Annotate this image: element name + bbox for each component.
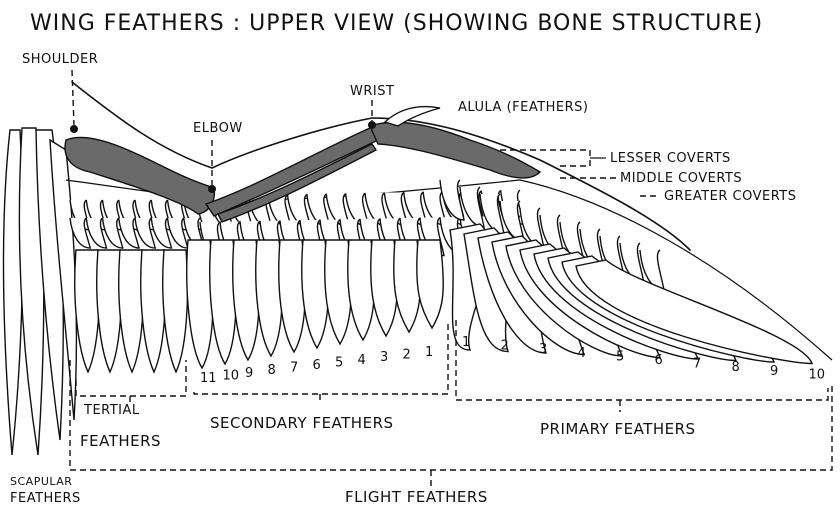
diagram-title: WING FEATHERS : UPPER VIEW (SHOWING BONE… <box>30 11 763 36</box>
shoulder-pointer-line <box>72 70 74 125</box>
wrist-joint-dot <box>368 121 376 129</box>
tertial-feather <box>75 250 100 372</box>
secondary-feather <box>302 240 329 348</box>
elbow-joint-dot <box>208 185 216 193</box>
alula-label: ALULA (FEATHERS) <box>458 100 589 115</box>
scapular-label-line1: SCAPULAR <box>10 475 72 488</box>
scapular-feathers-drawing <box>3 128 76 455</box>
secondary-feathers-label: SECONDARY FEATHERS <box>210 414 394 432</box>
primary-feather-number: 7 <box>693 357 701 372</box>
secondary-feather-number: 5 <box>335 355 343 370</box>
secondary-feather-number: 8 <box>268 363 276 378</box>
tertial-label-line2: FEATHERS <box>80 432 161 450</box>
secondary-feather-number: 1 <box>425 345 433 360</box>
primary-feather-number: 5 <box>616 349 624 364</box>
tertial-feather <box>141 250 166 372</box>
secondary-feather <box>371 240 398 336</box>
middle-coverts-label: MIDDLE COVERTS <box>620 171 742 186</box>
wrist-label: WRIST <box>350 84 394 99</box>
shoulder-label: SHOULDER <box>22 52 98 67</box>
primary-feather-number: 1 <box>462 335 470 350</box>
primary-feather-number: 6 <box>655 353 663 368</box>
secondary-feather <box>325 240 352 344</box>
primary-feather-number: 9 <box>770 364 778 379</box>
secondary-feather-number: 4 <box>358 353 366 368</box>
secondary-feather <box>394 240 421 332</box>
secondary-feather-number: 2 <box>403 348 411 363</box>
secondary-feather-number: 6 <box>313 358 321 373</box>
flight-feathers-label: FLIGHT FEATHERS <box>345 488 488 506</box>
primary-feather-number: 10 <box>809 367 826 382</box>
greater-coverts-label: GREATER COVERTS <box>664 189 797 204</box>
secondary-feather-number: 10 <box>223 368 240 383</box>
secondary-feather-number: 11 <box>200 371 217 386</box>
tertial-feather <box>97 250 122 372</box>
secondary-feather-number: 3 <box>380 350 388 365</box>
secondary-feather <box>348 240 375 340</box>
elbow-label: ELBOW <box>193 121 243 136</box>
secondary-feather-number: 9 <box>245 366 253 381</box>
scapular-label-line2: FEATHERS <box>10 491 81 506</box>
tertial-label-line1: TERTIAL <box>83 403 140 418</box>
secondary-feather-number: 7 <box>290 361 298 376</box>
secondary-feather <box>279 240 306 352</box>
lesser-coverts-label: LESSER COVERTS <box>610 151 731 166</box>
primary-feathers-label: PRIMARY FEATHERS <box>540 420 696 438</box>
primary-feather-number: 3 <box>539 342 547 357</box>
tertial-feathers-drawing <box>75 250 188 372</box>
primary-feather-number: 8 <box>732 360 740 375</box>
shoulder-joint-dot <box>70 125 78 133</box>
tertial-feather <box>119 250 144 372</box>
secondary-feather <box>417 240 444 328</box>
primary-feather-number: 4 <box>578 346 586 361</box>
tertial-feather <box>163 250 188 372</box>
primary-feather-number: 2 <box>501 339 509 354</box>
